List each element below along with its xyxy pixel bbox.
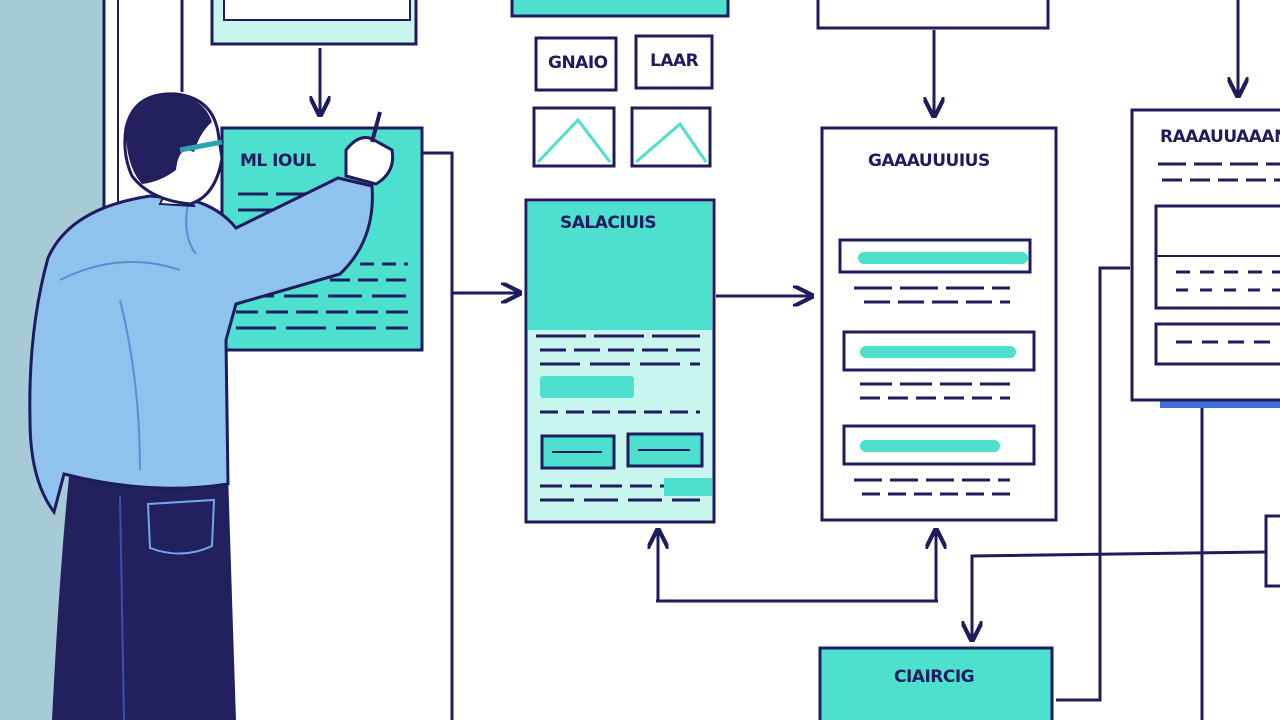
center-card bbox=[524, 198, 716, 524]
center-card-highlight bbox=[540, 376, 634, 398]
glasses bbox=[179, 139, 223, 153]
thumbnail-grid bbox=[532, 34, 714, 168]
image-placeholder-right bbox=[630, 106, 712, 168]
top-center-card bbox=[510, 0, 730, 18]
bottom-card-title: CIAIRCIG bbox=[894, 667, 974, 687]
person-hand bbox=[344, 136, 395, 186]
far-right-card bbox=[1130, 108, 1280, 408]
top-left-card bbox=[210, 0, 418, 46]
thumb-right-card bbox=[634, 34, 714, 90]
top-right-card bbox=[816, 0, 1050, 30]
thumb-right-label: LAAR bbox=[650, 51, 699, 71]
bottom-card bbox=[818, 646, 1054, 720]
right-card bbox=[820, 126, 1058, 522]
image-placeholder-left bbox=[532, 106, 616, 168]
person-figure bbox=[28, 92, 395, 720]
held-card-title: ML IOUL bbox=[240, 151, 316, 171]
far-right-card-title: RAAAUUAAAN bbox=[1160, 127, 1280, 147]
flow-connectors bbox=[180, 0, 1267, 720]
edge-card bbox=[1264, 514, 1280, 588]
center-card-title: SALACIUIS bbox=[560, 213, 656, 233]
person-pants bbox=[52, 468, 236, 720]
thumb-left-label: GNAIO bbox=[548, 53, 608, 73]
person-hair bbox=[126, 94, 212, 184]
right-card-title: GAAAUUUIUS bbox=[868, 151, 990, 171]
thumb-left-card bbox=[534, 36, 618, 92]
marker-pen bbox=[370, 111, 382, 143]
